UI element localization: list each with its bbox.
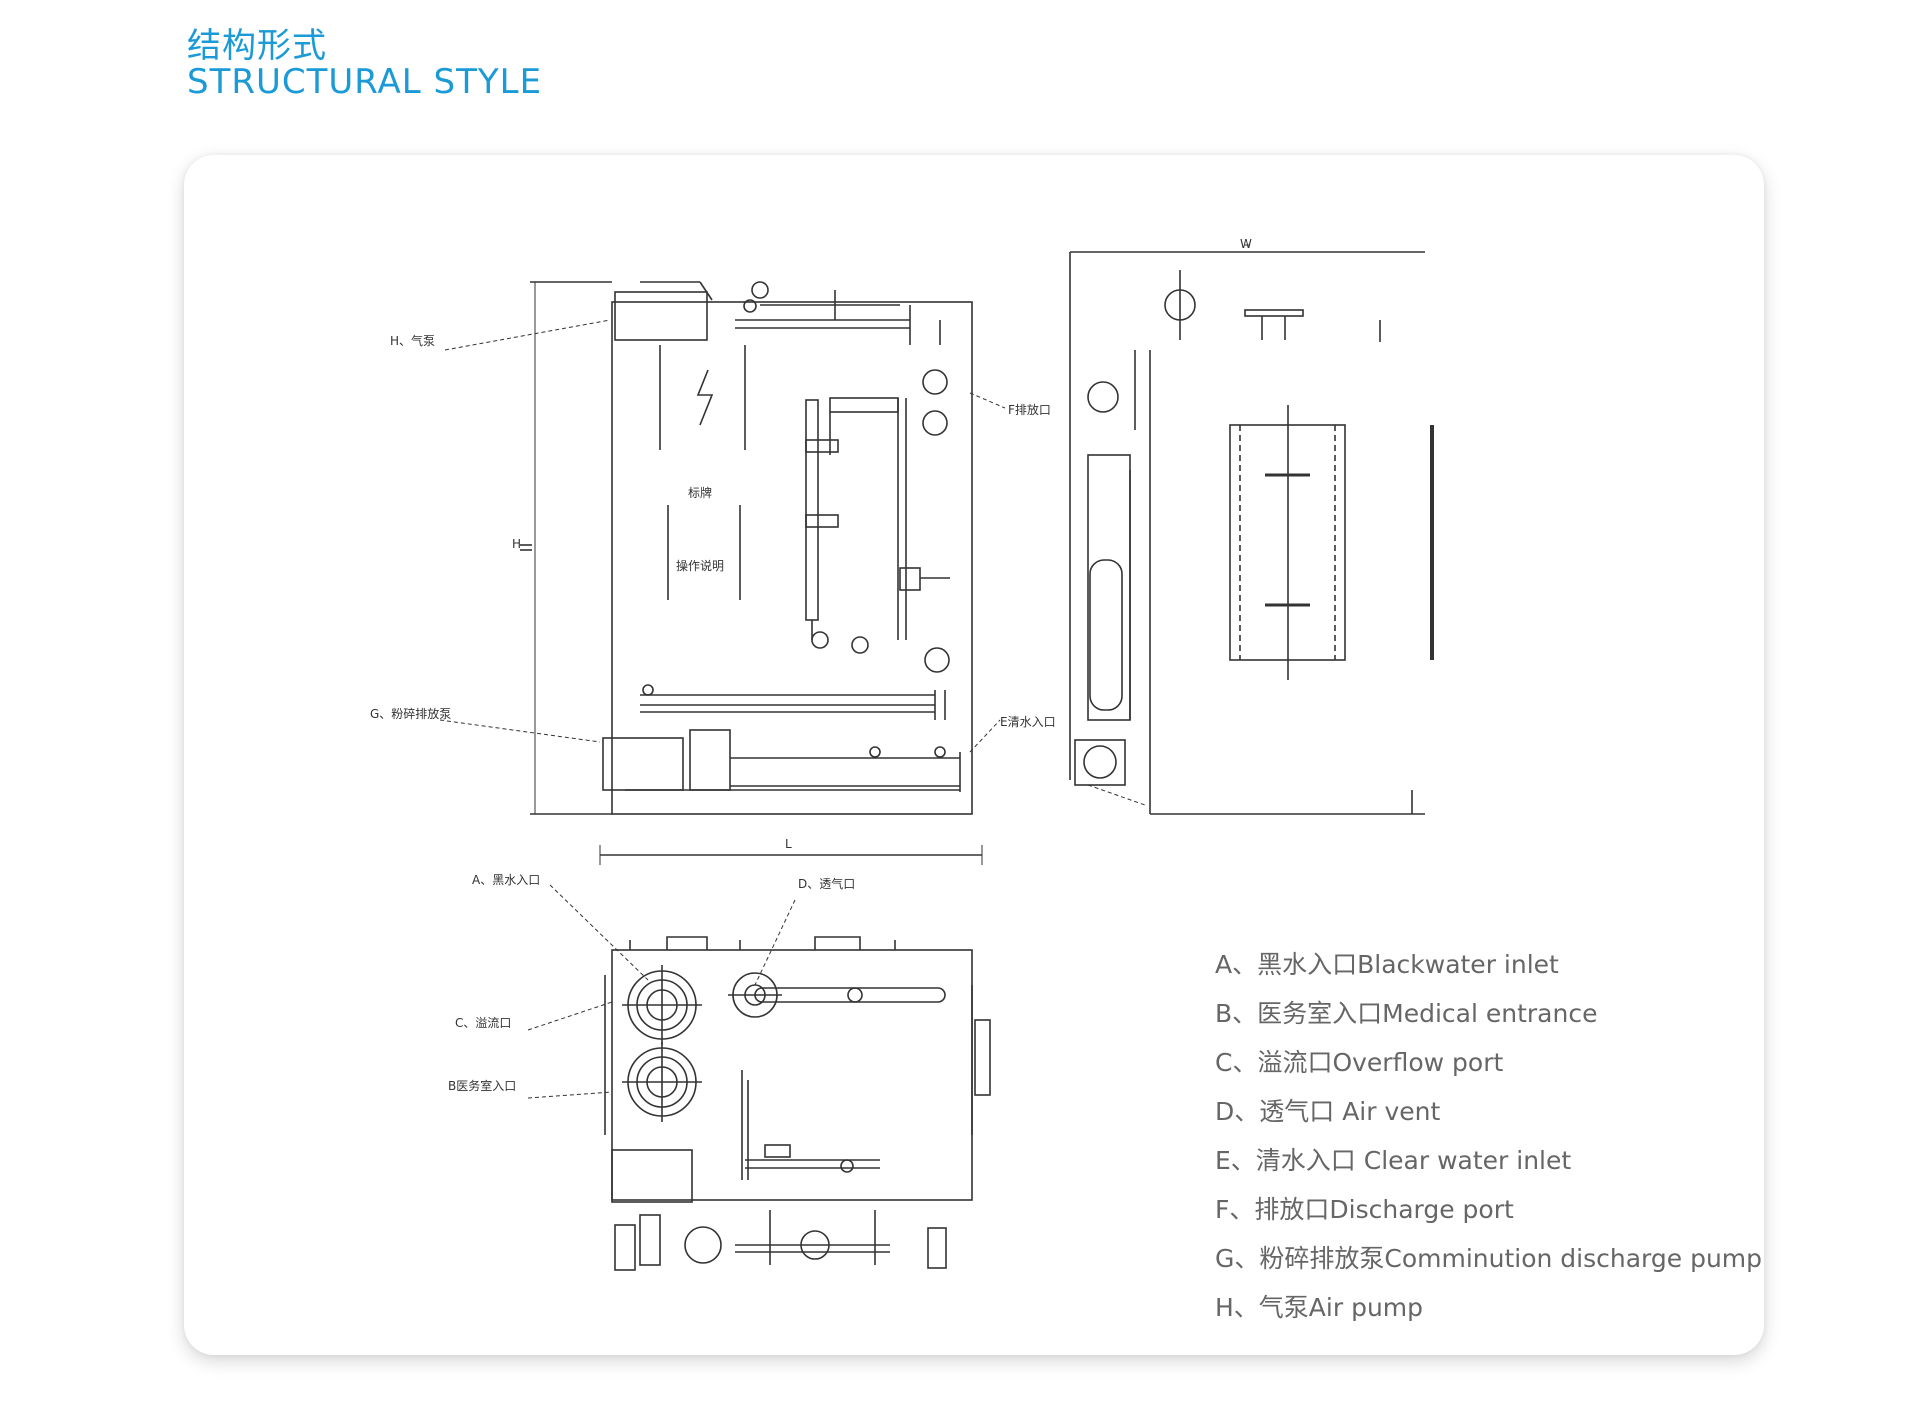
page-title-cn: 结构形式 (187, 26, 327, 66)
legend: A、黑水入口Blackwater inlet B、医务室入口Medical en… (1215, 940, 1762, 1332)
legend-item-h: H、气泵Air pump (1215, 1293, 1424, 1322)
callout-a: A、黑水入口 (472, 873, 540, 887)
callout-c: C、溢流口 (455, 1016, 511, 1030)
dim-width-label: W (1240, 237, 1252, 251)
callout-f: F排放口 (1008, 402, 1051, 417)
callout-g: G、粉碎排放泵 (370, 706, 451, 721)
legend-item-a: A、黑水入口Blackwater inlet (1215, 950, 1559, 979)
callout-h: H、气泵 (390, 333, 435, 348)
legend-item-f: F、排放口Discharge port (1215, 1195, 1514, 1224)
panel-label-2: 操作说明 (676, 558, 724, 573)
callout-d: D、透气口 (798, 876, 855, 891)
drawing-card (184, 155, 1764, 1355)
panel-label-1: 标牌 (688, 486, 712, 500)
page-title-en: STRUCTURAL STYLE (187, 62, 543, 102)
callout-b: B医务室入口 (448, 1078, 516, 1093)
legend-item-g: G、粉碎排放泵Comminution discharge pump (1215, 1244, 1763, 1273)
top-view (527, 884, 991, 1271)
front-view (439, 281, 1006, 865)
legend-item-d: D、透气口 Air vent (1215, 1097, 1441, 1126)
callout-e: E清水入口 (1000, 715, 1056, 729)
dim-height-label: H (512, 537, 521, 551)
legend-item-b: B、医务室入口Medical entrance (1215, 999, 1598, 1028)
side-view (1069, 244, 1434, 815)
legend-item-e: E、清水入口 Clear water inlet (1215, 1146, 1572, 1175)
dim-length-label: L (785, 837, 792, 851)
legend-item-c: C、溢流口Overflow port (1215, 1048, 1504, 1077)
